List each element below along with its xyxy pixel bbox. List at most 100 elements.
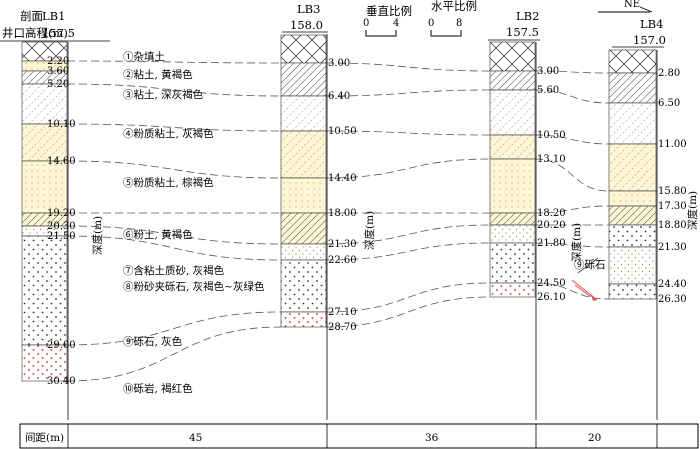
correlation-line [325, 296, 491, 328]
depth-axis-label-lb3: 深度(m) [363, 211, 376, 250]
depth-axis-lb1: 深度(m) [67, 42, 104, 420]
layer-band-pattern [489, 89, 536, 136]
depth-label-lb4: 21.30 [658, 242, 687, 253]
depth-label-lb1: 3.60 [47, 66, 69, 77]
correlation-line [325, 224, 491, 245]
depth-label-lb3: 6.40 [328, 91, 350, 102]
north-arrow: NE [598, 0, 653, 13]
layer-band-pattern [280, 130, 327, 179]
depth-axis-label-lb4: 深度(m) [686, 191, 699, 230]
layer-descriptions: ①杂填土 ②粘土, 黄褐色 ③粘土, 深灰褐色 ④粉质粘土, 灰褐色 ⑤粉质粘土… [123, 50, 265, 395]
correlation-line [66, 311, 282, 346]
vertical-scale-bar: 垂直比例 0 4 [363, 4, 412, 37]
layer-band-pattern [608, 143, 657, 192]
layer-9-label: ⑨砾石, 灰色 [123, 335, 183, 348]
depth-label-lb4: 2.80 [658, 68, 680, 79]
layer-band-pattern [608, 283, 657, 300]
layer-band-pattern [280, 212, 327, 245]
spacing-lb2-lb4: 20 [588, 432, 601, 444]
depth-label-lb1: 5.20 [47, 79, 69, 90]
layer-band-pattern [21, 123, 68, 162]
north-arrow-label: NE [624, 0, 640, 10]
spacing-lb3-lb2: 36 [425, 432, 439, 444]
well-lb1-name: LB1 [42, 9, 65, 23]
depth-label-lb2: 3.00 [537, 66, 559, 77]
layer-band-pattern [608, 49, 657, 74]
correlation-line [534, 282, 610, 300]
depth-label-lb4: 26.30 [658, 294, 687, 305]
depth-label-lb3: 28.70 [328, 322, 357, 333]
layer-band-pattern [608, 246, 657, 285]
horizontal-scale-bar: 水平比例 0 8 [428, 0, 477, 37]
well-lb4-name: LB4 [640, 17, 663, 31]
depth-axis-label-lb2: 深度(m) [570, 223, 583, 262]
correlation-line [66, 235, 282, 261]
correlation-line [534, 134, 610, 145]
layer-band-pattern [489, 212, 536, 226]
layer-5-label: ⑤粉质粘土, 棕褐色 [123, 176, 214, 189]
correlation-line [534, 242, 610, 248]
correlation-line [325, 158, 491, 179]
depth-label-lb2: 24.50 [537, 278, 566, 289]
spacing-lb1-lb3: 45 [189, 432, 202, 444]
layer-band-pattern [489, 134, 536, 160]
correlation-line [534, 205, 610, 214]
well-lb2-elevation: 157.5 [506, 25, 539, 39]
layer-band-pattern [489, 70, 536, 91]
depth-label-lb1: 20.30 [47, 221, 76, 232]
borehole-column-lb4 [608, 49, 657, 300]
correlation-line [534, 70, 610, 74]
layer-band-pattern [489, 224, 536, 244]
well-lb1-elevation: 157.5 [42, 26, 75, 40]
depth-label-lb2: 10.50 [537, 130, 566, 141]
depth-axis-lb4: 深度(m) [656, 50, 699, 420]
layer-band-pattern [21, 160, 68, 214]
depth-label-lb3: 21.30 [328, 239, 357, 250]
section-label: 剖面 [20, 9, 43, 23]
depth-label-lb2: 13.10 [537, 154, 566, 165]
depth-label-lb3: 18.00 [328, 208, 357, 219]
layer-6-label: ⑥粉土, 黄褐色 [123, 228, 193, 241]
depth-labels: 2.203.605.2010.1014.6019.2020.3021.5029.… [47, 56, 687, 387]
vertical-scale-title: 垂直比例 [366, 4, 412, 18]
depth-label-lb2: 18.20 [537, 208, 566, 219]
depth-label-lb4: 24.40 [658, 279, 687, 290]
layer-4-label: ④粉质粘土, 灰褐色 [123, 127, 214, 140]
vertical-scale-tick-0: 0 [363, 18, 369, 29]
correlation-line [325, 62, 491, 72]
depth-label-lb4: 11.00 [658, 139, 687, 150]
layer-band-pattern [608, 72, 657, 104]
depth-label-lb1: 29.00 [47, 340, 76, 351]
well-lb2-name: LB2 [516, 9, 539, 23]
well-lb4-elevation: 157.0 [633, 33, 666, 47]
correlation-line [325, 242, 491, 261]
correlation-line [66, 326, 282, 382]
layer-7-label: ⑦含粘土质砂, 灰褐色 [123, 264, 225, 277]
depth-label-lb4: 6.50 [658, 98, 680, 109]
layer-band-pattern [489, 282, 536, 298]
vertical-scale-tick-1: 4 [393, 18, 399, 29]
layer-band-pattern [21, 83, 68, 125]
depth-label-lb2: 26.10 [537, 292, 566, 303]
layer-band-pattern [608, 102, 657, 145]
layer-band-pattern [280, 34, 327, 64]
depth-label-lb2: 21.80 [537, 238, 566, 249]
borehole-column-lb1 [21, 41, 68, 382]
depth-label-lb3: 10.50 [328, 126, 357, 137]
depth-label-lb4: 18.80 [658, 220, 687, 231]
depth-label-lb4: 17.30 [658, 201, 687, 212]
fault-arrow [571, 279, 598, 301]
layer-band-pattern [280, 311, 327, 328]
depth-label-lb1: 2.20 [47, 56, 69, 67]
correlation-line [325, 89, 491, 97]
correlation-line [325, 130, 491, 136]
depth-label-lb1: 21.50 [47, 231, 76, 242]
horizontal-scale-title: 水平比例 [431, 0, 477, 13]
layer-1-label: ①杂填土 [123, 50, 165, 63]
well-lb3-name: LB3 [297, 2, 320, 16]
depth-label-lb3: 14.40 [328, 173, 357, 184]
depth-label-lb2: 20.20 [537, 220, 566, 231]
depth-label-lb1: 14.60 [47, 156, 76, 167]
layer-band-pattern [280, 62, 327, 97]
layer-band-pattern [489, 158, 536, 214]
